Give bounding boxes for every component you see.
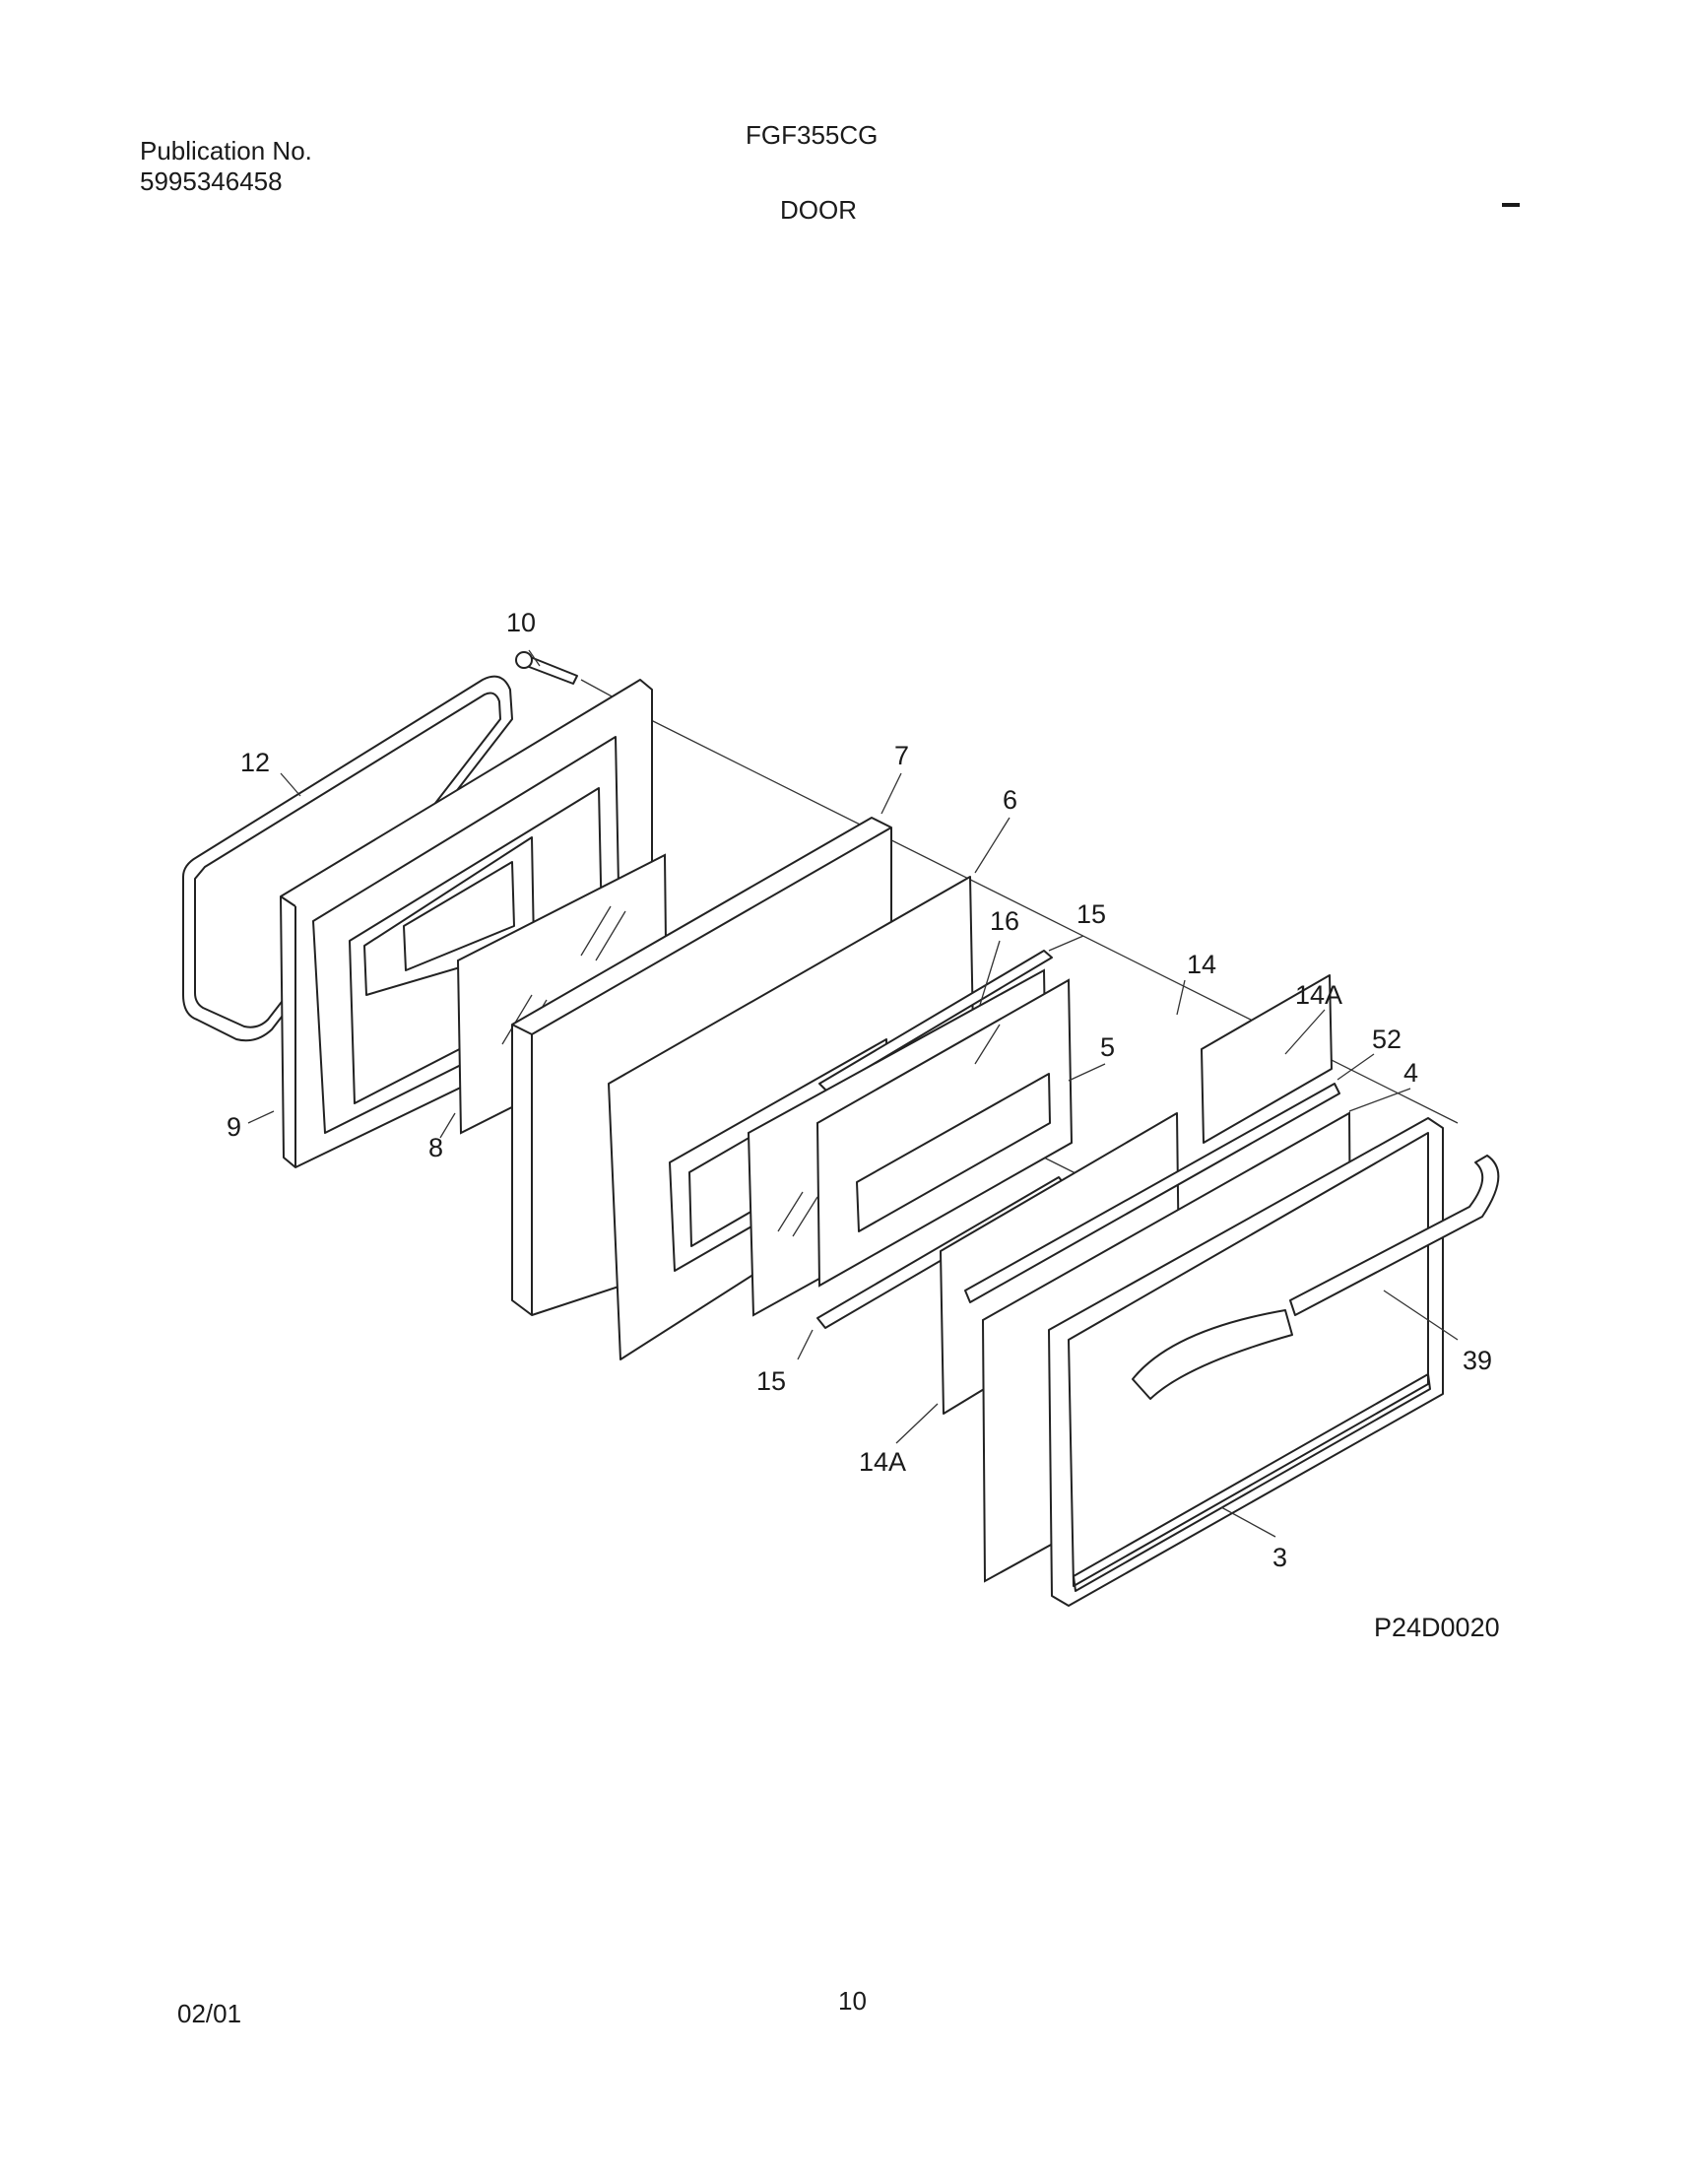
callout-6: 6 bbox=[1003, 785, 1017, 815]
publication-number: 5995346458 bbox=[140, 166, 283, 196]
callout-52: 52 bbox=[1372, 1025, 1402, 1054]
footer-date: 02/01 bbox=[177, 1999, 242, 2028]
callout-14a-top: 14A bbox=[1295, 980, 1342, 1010]
model-number: FGF355CG bbox=[746, 120, 879, 150]
callout-4: 4 bbox=[1403, 1058, 1418, 1088]
callout-3: 3 bbox=[1272, 1543, 1287, 1572]
part-top-rail bbox=[818, 950, 1053, 1092]
callout-39: 39 bbox=[1463, 1346, 1492, 1375]
callout-10: 10 bbox=[506, 608, 536, 637]
callout-15-top: 15 bbox=[1076, 899, 1106, 929]
callout-16: 16 bbox=[990, 906, 1019, 936]
drawing-number: P24D0020 bbox=[1374, 1613, 1500, 1642]
section-title: DOOR bbox=[780, 195, 857, 225]
part-middle-glass bbox=[747, 968, 1074, 1317]
callout-15-bottom: 15 bbox=[756, 1366, 786, 1396]
part-gasket bbox=[182, 675, 513, 1042]
part-outer-door bbox=[1048, 1117, 1444, 1607]
page-number: 10 bbox=[838, 1986, 867, 2016]
part-screw bbox=[515, 651, 578, 685]
callout-12: 12 bbox=[240, 748, 270, 777]
part-handle bbox=[1289, 1155, 1500, 1316]
dash-mark bbox=[1502, 203, 1520, 207]
callout-8: 8 bbox=[428, 1133, 443, 1162]
callout-14a-bottom: 14A bbox=[859, 1447, 906, 1477]
callout-labels: 10 12 9 8 7 6 16 15 5 14 14A 52 4 39 3 1… bbox=[227, 608, 1500, 1642]
leader-lines bbox=[247, 649, 1459, 1538]
publication-label: Publication No. bbox=[140, 136, 312, 165]
callout-7: 7 bbox=[894, 741, 909, 770]
callout-14: 14 bbox=[1187, 950, 1216, 979]
callout-9: 9 bbox=[227, 1112, 241, 1142]
callout-5: 5 bbox=[1100, 1032, 1115, 1062]
